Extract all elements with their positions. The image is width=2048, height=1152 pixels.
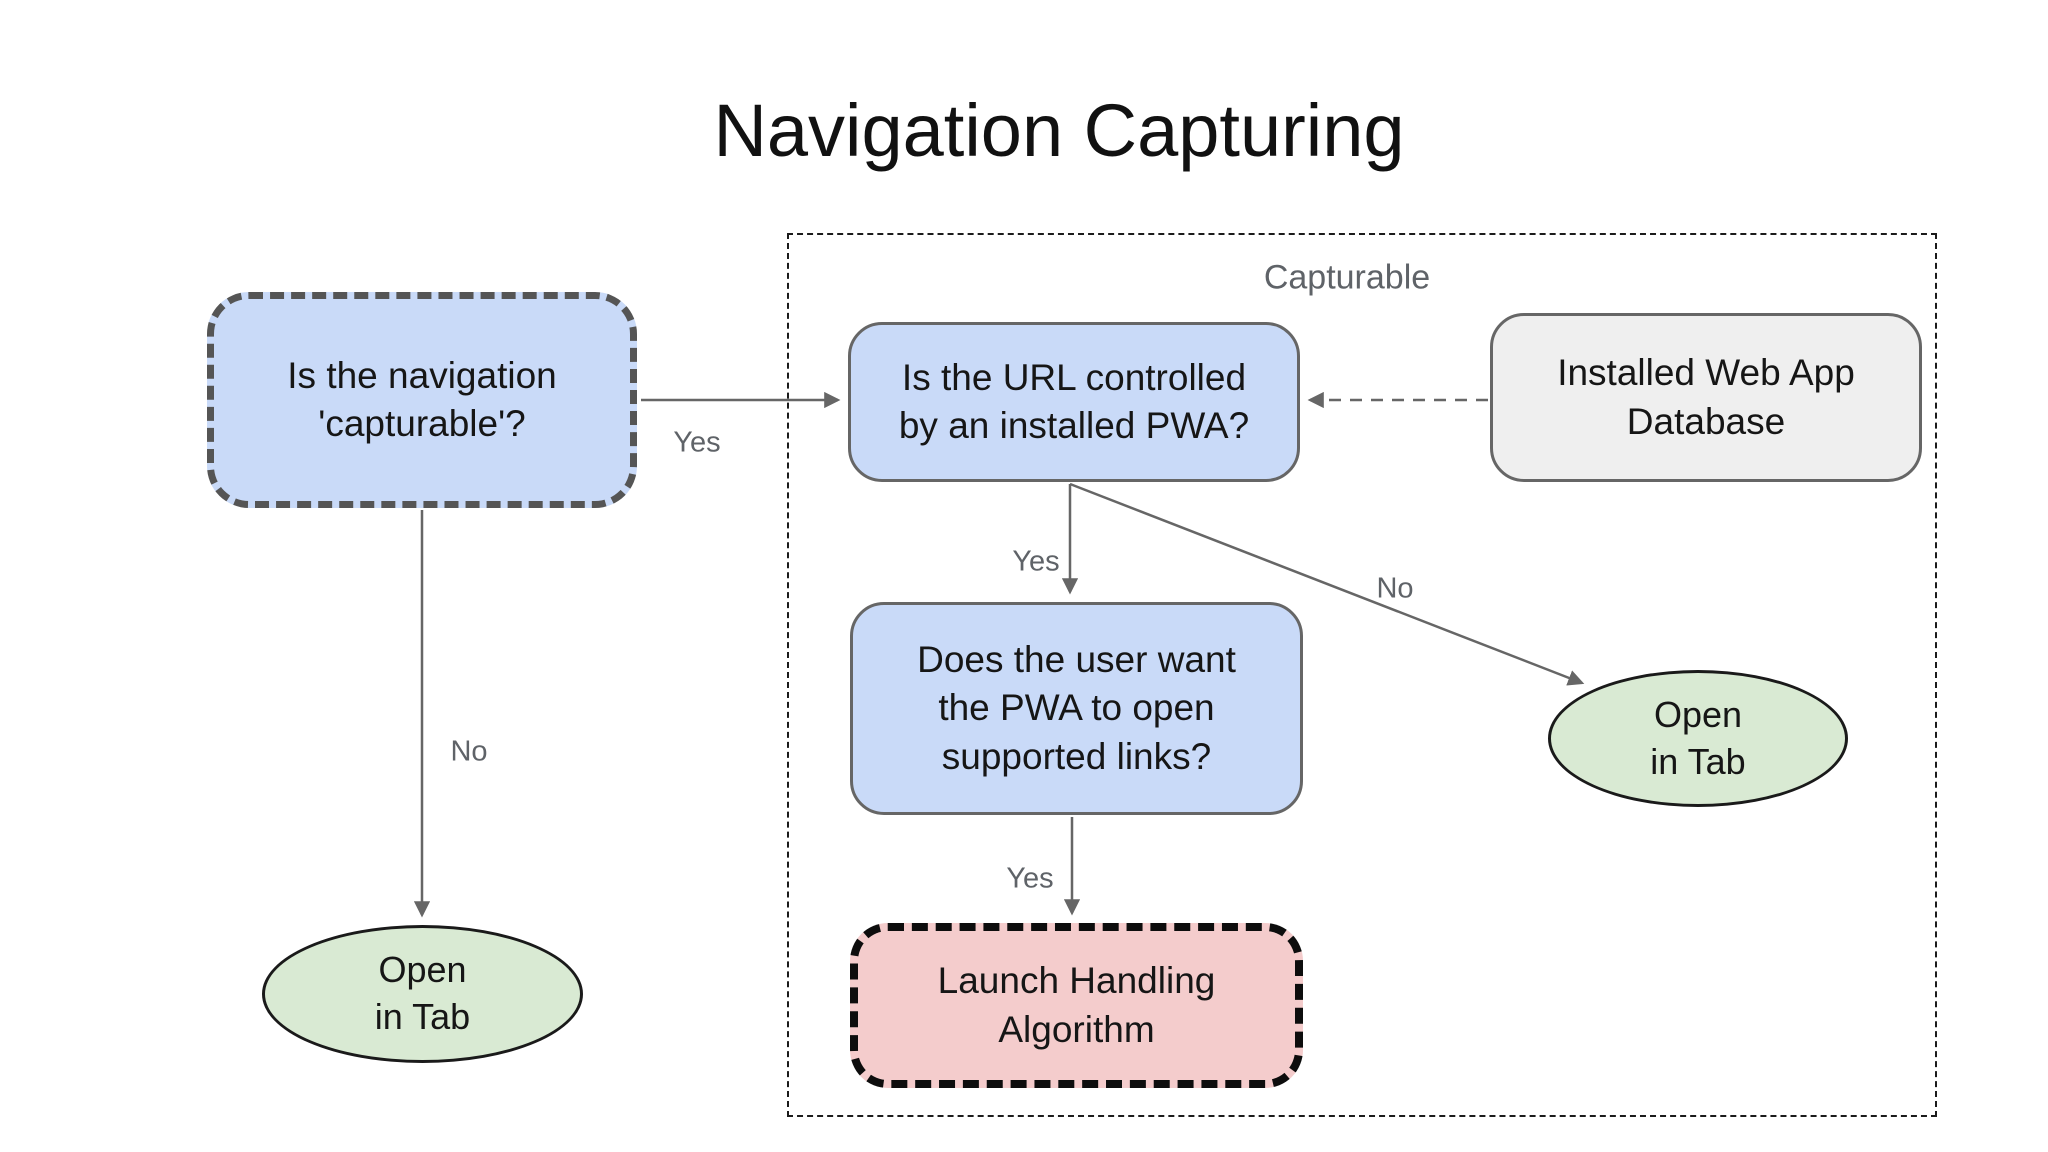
edge-label-capturable-yes: Yes	[673, 426, 721, 459]
edge-label-url-yes: Yes	[1012, 545, 1060, 578]
edge-label-url-no: No	[1376, 572, 1414, 605]
node-question-is-navigation-capturable: Is the navigation 'capturable'?	[207, 292, 637, 508]
edge-label-capturable-no: No	[450, 735, 488, 768]
capturable-group-label: Capturable	[1263, 258, 1431, 297]
node-question-user-wants-pwa-open-links: Does the user want the PWA to open suppo…	[850, 602, 1303, 815]
node-installed-web-app-database: Installed Web App Database	[1490, 313, 1922, 482]
capturable-group-outline	[787, 233, 1937, 1117]
node-open-in-tab-right: Open in Tab	[1548, 670, 1848, 807]
node-question-url-controlled-by-pwa: Is the URL controlled by an installed PW…	[848, 322, 1300, 482]
page-title: Navigation Capturing	[713, 89, 1405, 172]
node-open-in-tab-left: Open in Tab	[262, 925, 583, 1063]
node-launch-handling-algorithm: Launch Handling Algorithm	[850, 923, 1303, 1088]
edge-label-user-yes: Yes	[1006, 862, 1054, 895]
